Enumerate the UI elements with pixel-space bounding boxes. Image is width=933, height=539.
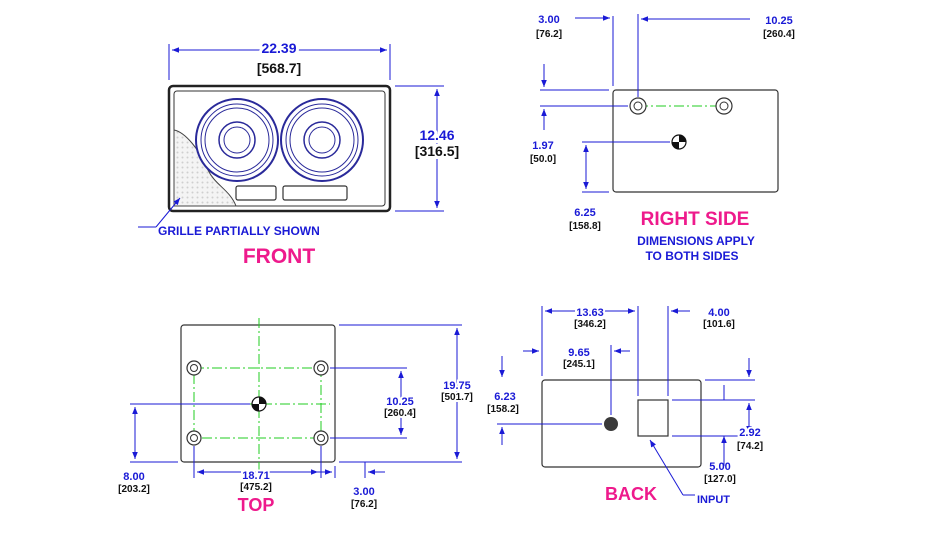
- back-port: [604, 417, 618, 431]
- back-d1-mm: [346.2]: [574, 319, 606, 330]
- top-center-of-gravity: [251, 396, 267, 412]
- side-d4-in: 6.25: [574, 207, 595, 219]
- front-view: 22.39 [568.7] 12.46 [316.5] GRILLE PARTI…: [138, 37, 462, 268]
- side-note-2: TO BOTH SIDES: [645, 249, 738, 263]
- side-d3-mm: [50.0]: [530, 154, 556, 165]
- right-side-view: 3.00 [76.2] 10.25 [260.4] 1.97 [50.0] 6.…: [530, 14, 795, 263]
- top-d4-in: 18.71: [242, 470, 270, 482]
- input-label: INPUT: [697, 494, 730, 506]
- side-d3-in: 1.97: [532, 140, 553, 152]
- side-mount-hole-1: [629, 97, 647, 115]
- top-title: TOP: [238, 495, 275, 515]
- side-note-1: DIMENSIONS APPLY: [637, 234, 755, 248]
- side-mount-hole-2: [715, 97, 733, 115]
- front-height-mm: [316.5]: [415, 143, 459, 159]
- top-view: 19.75 [501.7] 10.25 [260.4] 8.00 [203.2]…: [118, 318, 475, 515]
- woofer-right: [280, 98, 364, 182]
- top-outline: [180, 324, 336, 463]
- woofer-left: [195, 98, 279, 182]
- grille-note: GRILLE PARTIALLY SHOWN: [158, 224, 320, 238]
- top-d3-mm: [203.2]: [118, 484, 150, 495]
- top-mount-hole-1: [186, 360, 202, 376]
- side-d1-mm: [76.2]: [536, 29, 562, 40]
- front-port-left: [235, 185, 277, 201]
- front-port-right: [282, 185, 348, 201]
- top-d5-in: 3.00: [353, 486, 374, 498]
- top-d3-in: 8.00: [123, 471, 144, 483]
- back-d4-mm: [158.2]: [487, 404, 519, 415]
- top-mount-hole-4: [313, 430, 329, 446]
- side-d2-mm: [260.4]: [763, 29, 795, 40]
- back-d5-in: 2.92: [739, 427, 760, 439]
- top-d2-mm: [260.4]: [384, 408, 416, 419]
- back-d2-in: 4.00: [708, 307, 729, 319]
- back-d2-mm: [101.6]: [703, 319, 735, 330]
- front-title: FRONT: [243, 245, 315, 268]
- input-panel: [637, 399, 669, 437]
- top-mount-hole-3: [186, 430, 202, 446]
- back-d6-in: 5.00: [709, 461, 730, 473]
- back-d4-in: 6.23: [494, 391, 515, 403]
- back-title: BACK: [605, 484, 657, 504]
- back-d3-mm: [245.1]: [563, 359, 595, 370]
- side-title: RIGHT SIDE: [641, 209, 750, 230]
- side-outline: [612, 89, 779, 193]
- side-d2-in: 10.25: [765, 15, 793, 27]
- top-d2-in: 10.25: [386, 396, 414, 408]
- top-d5-mm: [76.2]: [351, 499, 377, 510]
- side-d4-mm: [158.8]: [569, 221, 601, 232]
- back-d1-in: 13.63: [576, 307, 604, 319]
- back-view: 13.63 [346.2] 4.00 [101.6] 9.65 [245.1] …: [487, 305, 763, 506]
- back-d5-mm: [74.2]: [737, 441, 763, 452]
- back-d3-in: 9.65: [568, 347, 589, 359]
- back-d6-mm: [127.0]: [704, 474, 736, 485]
- top-d1-in: 19.75: [443, 380, 471, 392]
- top-d1-mm: [501.7]: [441, 392, 473, 403]
- front-height-in: 12.46: [419, 127, 454, 143]
- side-center-of-gravity: [671, 134, 687, 150]
- front-width-mm: [568.7]: [257, 60, 301, 76]
- front-width-in: 22.39: [261, 40, 296, 56]
- top-mount-hole-2: [313, 360, 329, 376]
- side-d1-in: 3.00: [538, 14, 559, 26]
- top-d4-mm: [475.2]: [240, 482, 272, 493]
